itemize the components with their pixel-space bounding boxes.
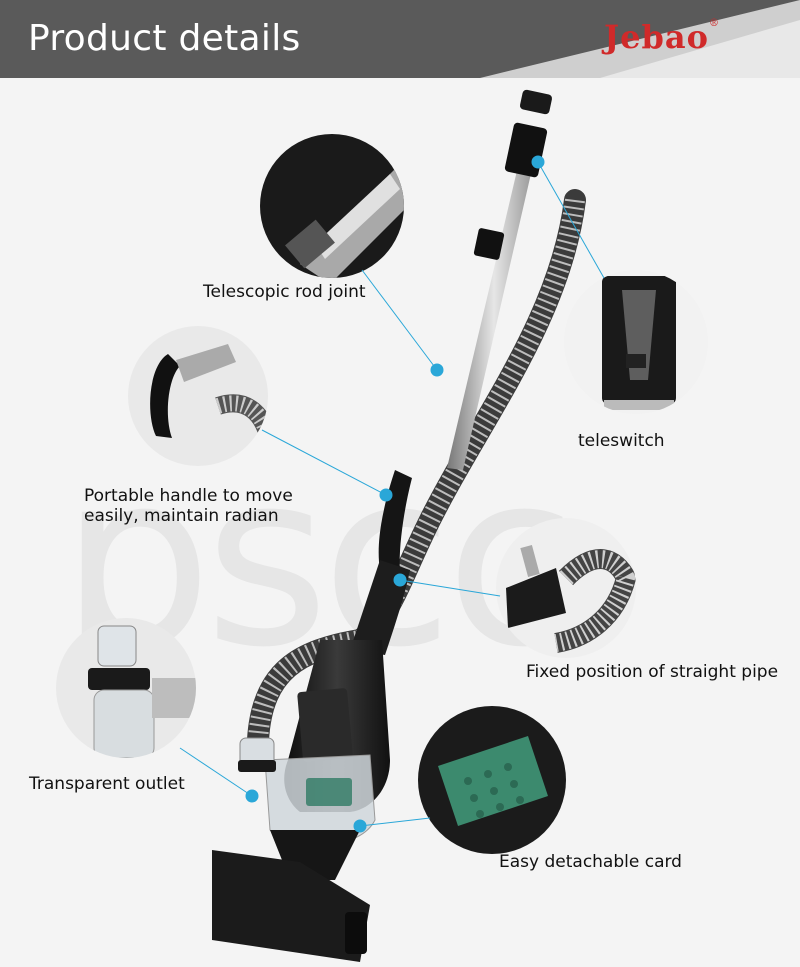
- header-light-wedge: [480, 0, 800, 78]
- label-detachable-card: Easy detachable card: [499, 852, 682, 872]
- label-portable-handle: Portable handle to move easily, maintain…: [84, 486, 293, 526]
- detail-detachable-card: [418, 706, 566, 854]
- detail-telescopic-joint: [260, 134, 404, 278]
- label-portable-handle-line2: easily, maintain radian: [84, 506, 279, 526]
- page-title: Product details: [28, 18, 301, 59]
- detail-teleswitch: [564, 270, 708, 414]
- rod-joint-detail: [285, 160, 404, 278]
- brand-logo: Jebao®: [604, 18, 720, 56]
- outlet-detail: [88, 625, 196, 758]
- teleswitch-detail: [602, 276, 676, 410]
- registered-mark: ®: [708, 18, 720, 29]
- brand-name: Jebao: [604, 18, 709, 56]
- detail-transparent-outlet: [56, 618, 196, 758]
- straight-pipe-detail: [506, 544, 636, 653]
- detail-handle: [128, 326, 268, 466]
- label-telescopic-rod-joint: Telescopic rod joint: [203, 282, 366, 302]
- card-detail: [438, 736, 548, 826]
- detail-straight-pipe: [496, 518, 636, 658]
- label-fixed-position-pipe: Fixed position of straight pipe: [526, 662, 779, 682]
- handle-grip: [378, 470, 412, 575]
- label-transparent-outlet: Transparent outlet: [29, 774, 185, 794]
- vacuum-nozzle: [212, 850, 370, 962]
- label-teleswitch: teleswitch: [578, 431, 665, 451]
- label-portable-handle-line1: Portable handle to move: [84, 486, 293, 506]
- handle-detail: [150, 344, 268, 439]
